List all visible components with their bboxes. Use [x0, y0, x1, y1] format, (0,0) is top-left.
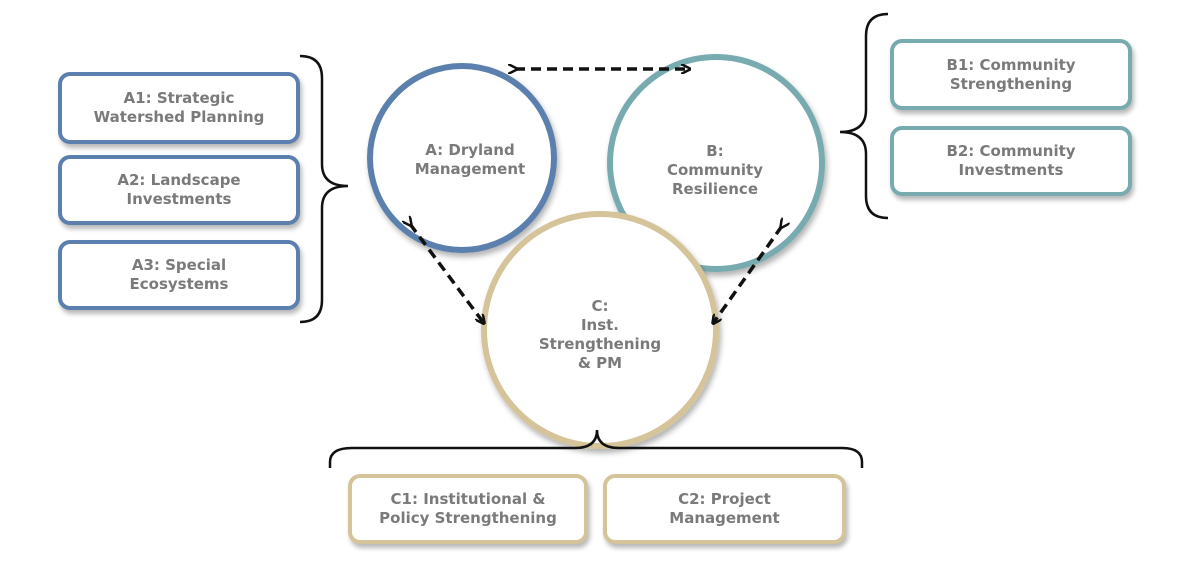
subcomponent-label: A1: Strategic Watershed Planning	[93, 89, 265, 126]
subcomponent-label: A3: Special Ecosystems	[129, 256, 229, 293]
arrow-b-c	[714, 226, 782, 322]
subcomponent-label: C2: Project Management	[669, 490, 780, 527]
subcomponent-label: A2: Landscape Investments	[117, 171, 241, 208]
brace-c	[328, 429, 864, 468]
subcomponent-label: B1: Community Strengthening	[946, 55, 1076, 93]
subcomponent-box-a2: A2: Landscape Investments	[58, 155, 300, 225]
subcomponent-box-a3: A3: Special Ecosystems	[58, 240, 300, 310]
circle-c-label: C: Inst. Strengthening & PM	[538, 297, 662, 372]
subcomponent-box-b1: B1: Community Strengthening	[890, 39, 1132, 110]
brace-b	[839, 12, 889, 220]
circle-c	[481, 211, 719, 449]
subcomponent-box-c2: C2: Project Management	[603, 474, 846, 544]
arrow-a-c	[410, 224, 483, 322]
subcomponent-box-a1: A1: Strategic Watershed Planning	[58, 72, 300, 144]
brace-a	[299, 54, 349, 324]
circle-b-label: B: Community Resilience	[666, 141, 764, 198]
circle-a-label: A: Dryland Management	[414, 141, 526, 178]
subcomponent-box-b2: B2: Community Investments	[890, 126, 1132, 196]
subcomponent-label: B2: Community Investments	[946, 142, 1076, 179]
subcomponent-label: C1: Institutional & Policy Strengthening	[379, 490, 557, 527]
subcomponent-box-c1: C1: Institutional & Policy Strengthening	[348, 474, 588, 544]
